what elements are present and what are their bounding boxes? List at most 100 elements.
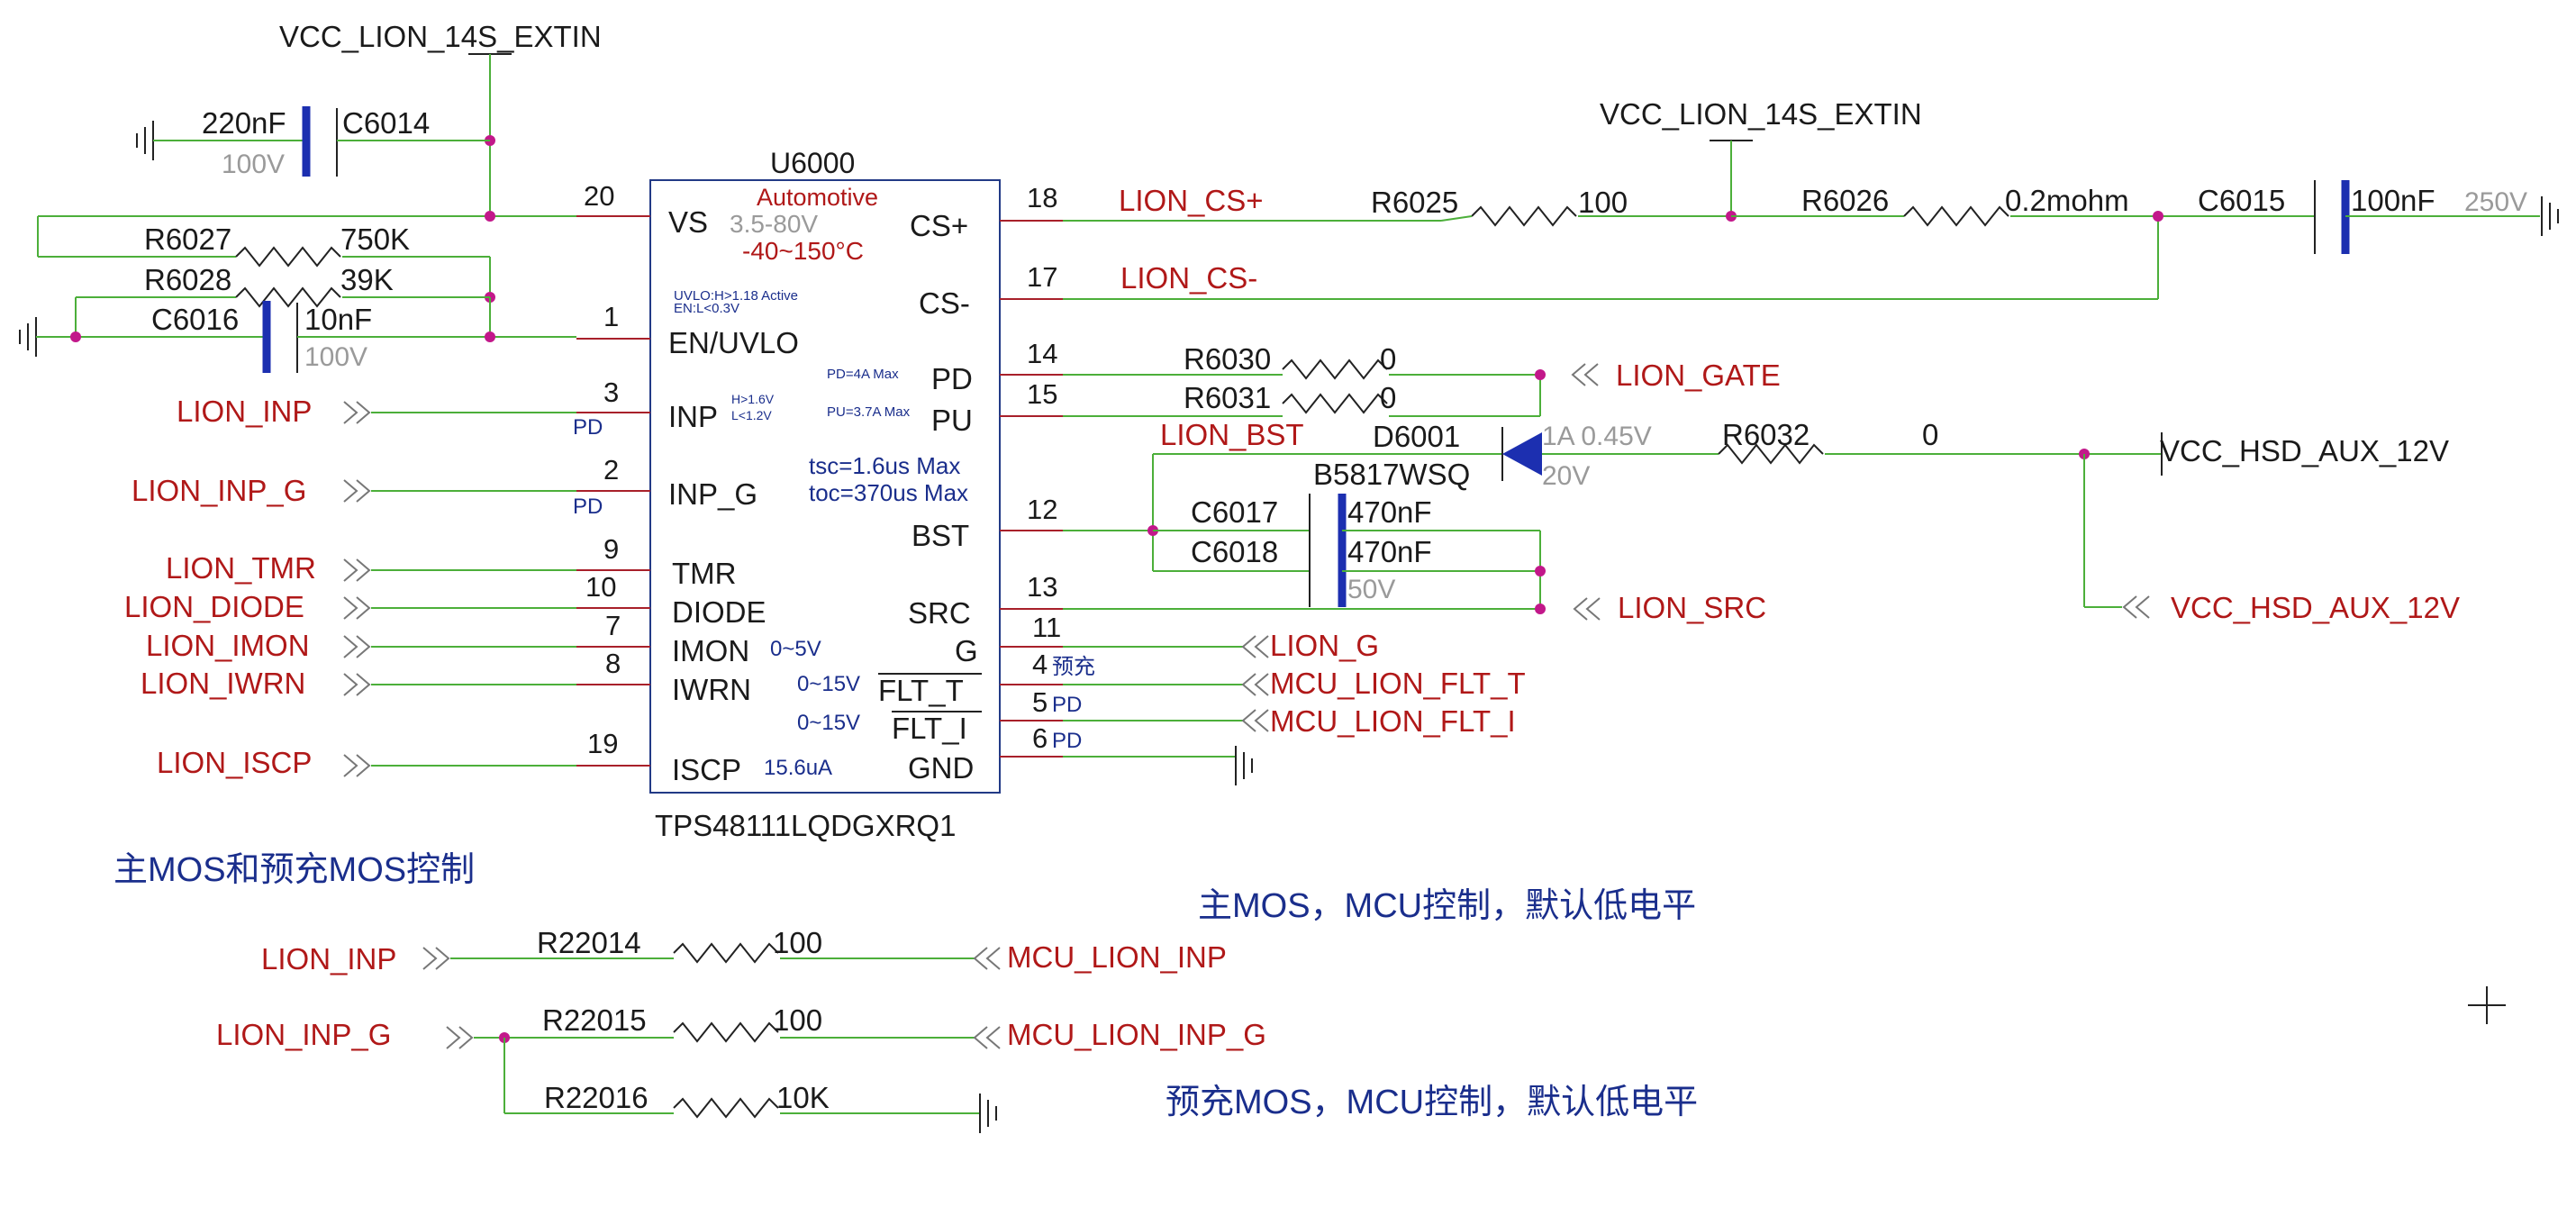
net-label-lion-g: LION_G	[1270, 629, 1379, 662]
r6026-resistor[interactable]: R6026 0.2mohm	[1731, 184, 2315, 227]
supply-label-vs: VCC_LION_14S_EXTIN	[279, 20, 602, 53]
svg-text:8: 8	[605, 648, 621, 679]
pin-src-name: SRC	[908, 596, 971, 630]
svg-text:9: 9	[603, 533, 619, 565]
r6026-ref: R6026	[1801, 184, 1889, 217]
pin-imon-name: IMON	[672, 634, 749, 667]
c6016-value: 10nF	[304, 303, 372, 336]
cs-sense-net: LION_CS+ LION_CS-	[1063, 184, 2159, 300]
r6027-resistor[interactable]: R6027 750K	[38, 222, 495, 303]
net-label-lion-imon: LION_IMON	[146, 629, 310, 662]
svg-text:14: 14	[1027, 338, 1057, 369]
ic-inp-note-2: L<1.2V	[731, 408, 772, 422]
r6031-value: 0	[1380, 381, 1396, 414]
imon-range: 0~5V	[770, 637, 821, 661]
r6025-value: 100	[1578, 186, 1628, 219]
net-label-lion-diode: LION_DIODE	[124, 590, 304, 623]
pin-vs-name: VS	[668, 205, 708, 239]
pin-iwrn-name: IWRN	[672, 673, 751, 706]
r6027-value: 750K	[340, 222, 410, 256]
net-label-lion-bst: LION_BST	[1160, 418, 1304, 451]
r6032-value: 0	[1922, 418, 1938, 451]
c6015-voltage: 250V	[2464, 187, 2527, 217]
c6015-capacitor[interactable]: C6015 100nF 250V	[2198, 180, 2559, 254]
r22016-ref: R22016	[544, 1081, 649, 1114]
d6001-ref: D6001	[1373, 420, 1460, 453]
svg-text:20: 20	[584, 180, 614, 212]
svg-text:18: 18	[1027, 182, 1057, 213]
r6032-resistor[interactable]: R6032 0	[1718, 418, 2162, 465]
c6014-ref: C6014	[342, 106, 430, 140]
d6001-rating: 1A 0.45V	[1542, 422, 1652, 451]
inp-pd-tag: PD	[573, 415, 603, 440]
c6018-value: 470nF	[1347, 535, 1432, 568]
net-label-vcc-hsd-aux-port: VCC_HSD_AUX_12V	[2171, 591, 2460, 624]
c6017-value: 470nF	[1347, 495, 1432, 529]
iwrn-range: 0~15V	[797, 672, 860, 696]
supply-label-cs: VCC_LION_14S_EXTIN	[1600, 97, 1922, 131]
svg-text:4: 4	[1032, 649, 1048, 680]
ic-part-number: TPS48111LQDGXRQ1	[655, 809, 956, 842]
ic-temp: -40~150°C	[742, 237, 864, 265]
d6001-vr: 20V	[1542, 461, 1590, 491]
r22014-resistor[interactable]: LION_INP R22014 100 MCU_LION_INP	[261, 926, 1227, 976]
c6018-ref: C6018	[1191, 535, 1278, 568]
svg-text:6: 6	[1032, 722, 1048, 754]
r6028-ref: R6028	[144, 263, 231, 296]
ic-refdes: U6000	[770, 147, 855, 179]
c6014-value: 220nF	[202, 106, 286, 140]
c6014-capacitor[interactable]: 220nF 100V C6014	[136, 106, 490, 179]
r6030-resistor[interactable]: R6030 0	[1063, 342, 1540, 380]
g-precharge-tag: 预充	[1052, 655, 1095, 679]
r6028-resistor[interactable]: R6028 39K	[75, 263, 490, 337]
svg-text:17: 17	[1027, 261, 1057, 293]
net-label-lion-inp-bottom: LION_INP	[261, 942, 396, 976]
net-label-lion-inp: LION_INP	[177, 395, 312, 428]
ic-uvlo-note-2: EN:L<0.3V	[674, 301, 739, 316]
net-label-vcc-hsd-aux-top: VCC_HSD_AUX_12V	[2160, 434, 2449, 467]
net-label-lion-gate: LION_GATE	[1616, 358, 1781, 392]
crosshair-cursor-icon	[2468, 986, 2506, 1024]
ic-tsc: tsc=1.6us Max	[809, 452, 960, 479]
r22015-resistor[interactable]: LION_INP_G R22015 100 MCU_LION_INP_G	[216, 1003, 1266, 1051]
net-label-lion-inp-g-bottom: LION_INP_G	[216, 1018, 391, 1051]
ic-toc: toc=370us Max	[809, 479, 968, 506]
c6017-ref: C6017	[1191, 495, 1278, 529]
svg-text:7: 7	[605, 610, 621, 641]
pin-tmr-name: TMR	[672, 557, 736, 590]
pin-inp-name: INP	[668, 400, 718, 433]
src-net: LION_SRC	[1063, 591, 1766, 624]
c6018-voltage: 50V	[1347, 575, 1395, 604]
r22014-value: 100	[773, 926, 822, 959]
section-title: 主MOS和预充MOS控制	[113, 851, 475, 889]
net-label-lion-cs-minus: LION_CS-	[1120, 261, 1257, 295]
r22015-ref: R22015	[542, 1003, 647, 1037]
flt-i-pd-tag: PD	[1052, 729, 1082, 753]
c6017-c6018-capacitors[interactable]: C6017 470nF C6018 470nF 50V	[1153, 494, 1546, 609]
net-label-lion-tmr: LION_TMR	[166, 551, 316, 585]
ic-body	[649, 179, 1001, 794]
d6001-diode[interactable]: D6001 B5817WSQ 1A 0.45V 20V	[1313, 420, 1719, 491]
r6025-resistor[interactable]: R6025 100	[1371, 186, 1731, 227]
r6031-resistor[interactable]: R6031 0	[1063, 369, 1546, 417]
c6016-voltage: 100V	[304, 342, 367, 372]
r22014-ref: R22014	[537, 926, 641, 959]
left-input-nets: LION_INP LION_INP_G LION_TMR LION_DIODE …	[124, 395, 576, 779]
pin-flt-i-name: FLT_I	[892, 712, 967, 745]
ic-vs-range: 3.5-80V	[730, 210, 818, 238]
net-label-lion-iwrn: LION_IWRN	[141, 667, 305, 700]
r22016-value: 10K	[776, 1081, 830, 1114]
hsd-aux-net: VCC_HSD_AUX_12V VCC_HSD_AUX_12V	[2083, 432, 2460, 624]
c6014-voltage: 100V	[222, 150, 285, 179]
ic-u6000[interactable]: U6000 Automotive 3.5-80V -40~150°C UVLO:…	[573, 147, 1095, 842]
r22016-resistor[interactable]: R22016 10K	[503, 1038, 997, 1134]
ic-uvlo-note-1: UVLO:H>1.18 Active	[674, 288, 798, 304]
r22015-value: 100	[773, 1003, 822, 1037]
r6031-ref: R6031	[1184, 381, 1271, 414]
fltt-range: 0~15V	[797, 711, 860, 735]
svg-text:3: 3	[603, 377, 619, 408]
iscp-current: 15.6uA	[764, 756, 832, 780]
pin-pu-name: PU	[931, 404, 973, 437]
c6016-capacitor[interactable]: C6016 10nF 100V	[19, 297, 576, 373]
r6026-value: 0.2mohm	[2005, 184, 2129, 217]
